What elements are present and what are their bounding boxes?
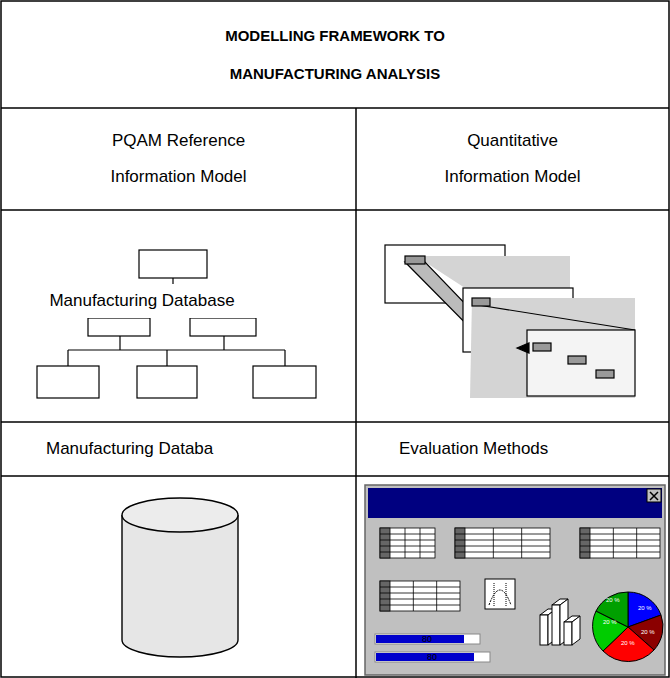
progress-value: 80 [427,653,437,662]
section-cell: Manufacturing Databa [2,423,355,475]
pie-percent: 20 % [603,619,617,625]
header-cell: PQAM Reference Information Model [2,109,355,209]
section-cell: Evaluation Methods [357,423,668,475]
framework-title: MODELLING FRAMEWORK TO MANUFACTURING ANA… [185,17,485,93]
pie-percent: 20 % [641,629,655,635]
database-label: Manufacturing Database [22,284,262,318]
cell-text: Manufacturing Database [49,291,234,311]
cell-text: Manufacturing Databa [46,439,213,459]
pie-percent: 20 % [621,640,635,646]
pie-percent: 20 % [638,605,652,611]
cell-text: PQAM Reference Information Model [79,123,279,195]
cell-text: Quantitative Information Model [438,123,588,195]
cell-text: Evaluation Methods [399,439,548,459]
pie-percent: 20 % [606,597,620,603]
progress-value: 80 [422,635,432,644]
title-cell: MODELLING FRAMEWORK TO MANUFACTURING ANA… [2,2,668,107]
header-cell: Quantitative Information Model [357,109,668,209]
